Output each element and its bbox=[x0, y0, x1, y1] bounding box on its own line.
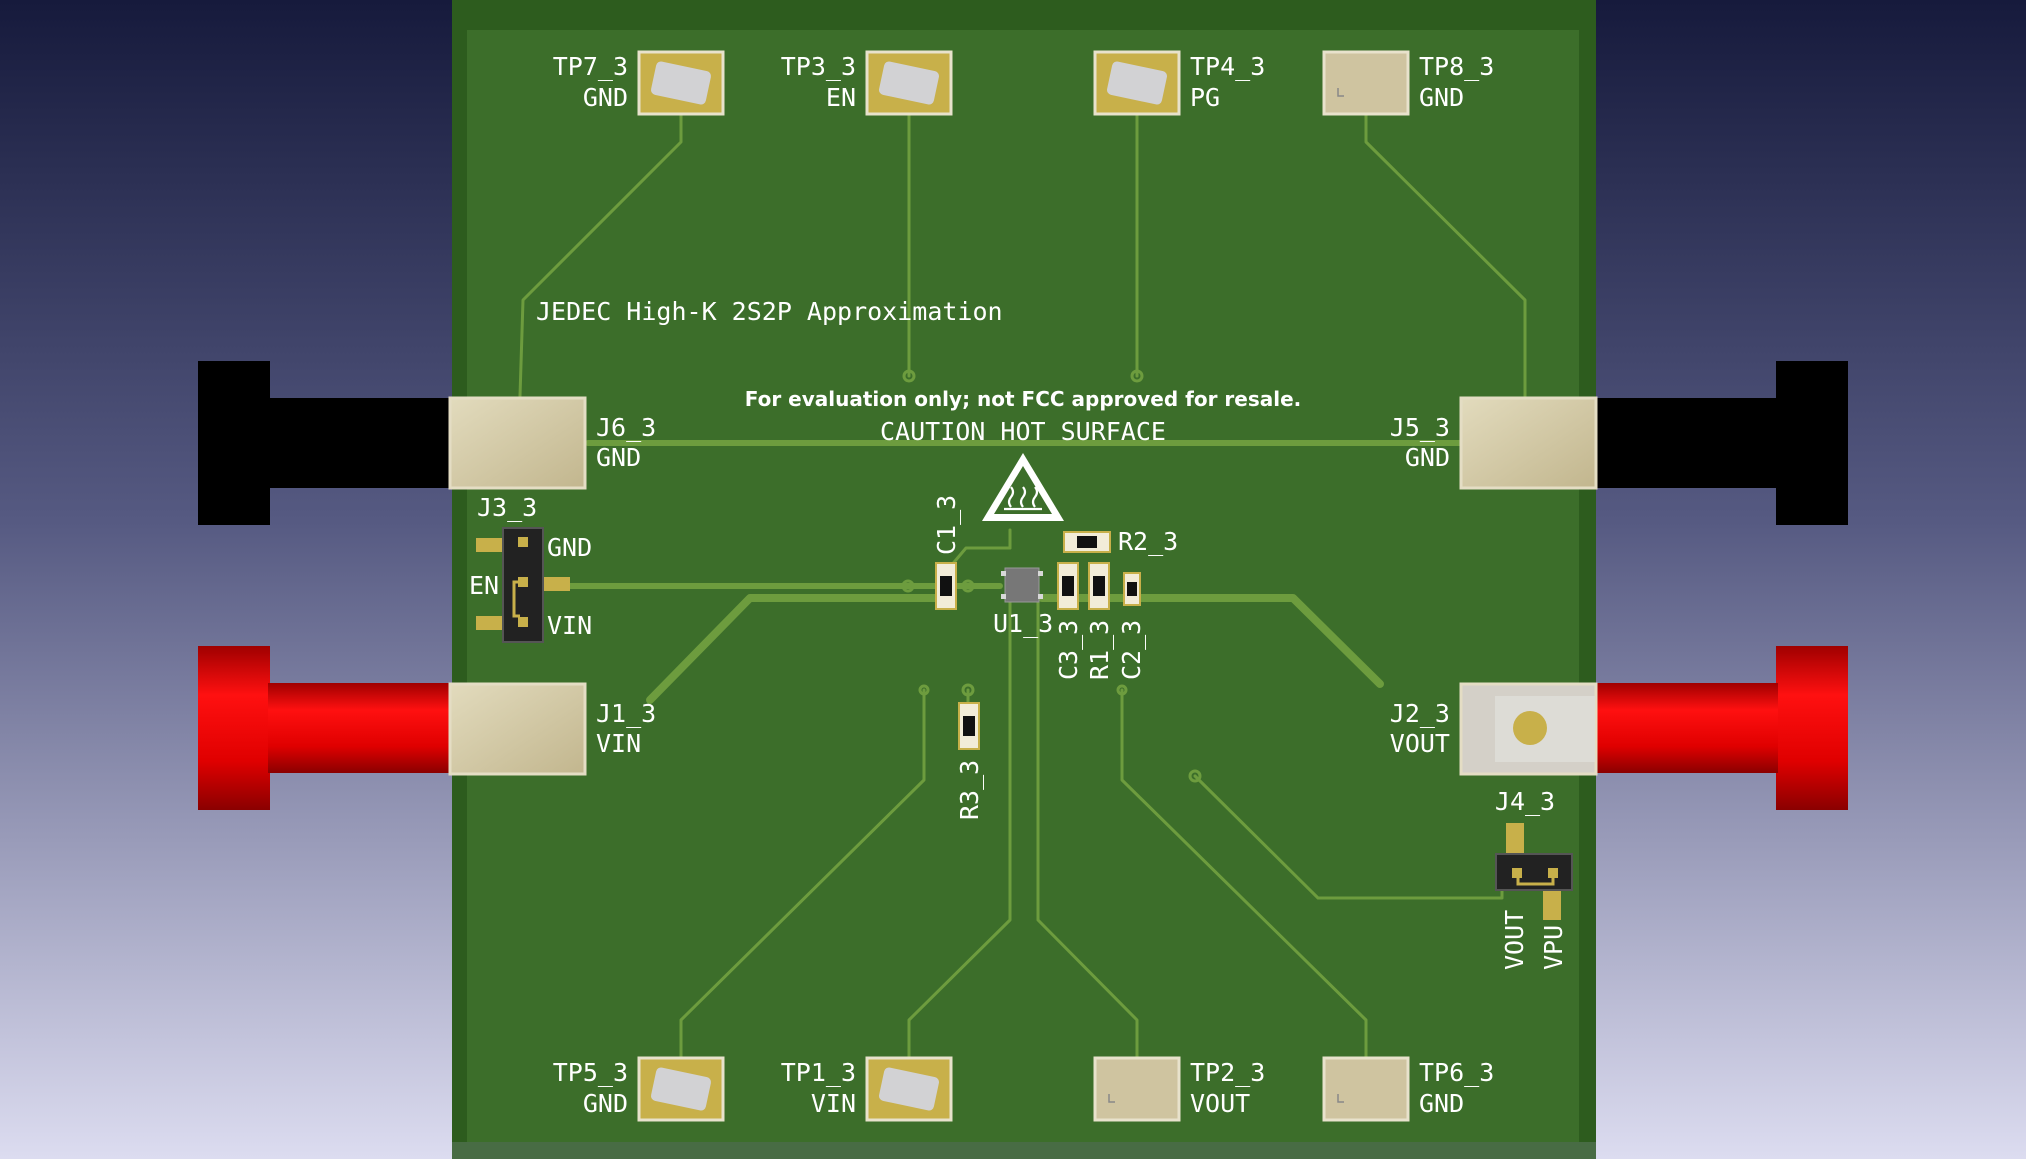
test-point-ref: TP8_3 bbox=[1419, 52, 1494, 81]
test-point-clip bbox=[1107, 61, 1167, 105]
test-point-clip bbox=[651, 1067, 711, 1111]
test-point-tp4-3[interactable]: TP4_3PG bbox=[1093, 50, 1265, 116]
r2-ref: R2_3 bbox=[1118, 527, 1178, 556]
connector-j1[interactable]: J1_3 VIN bbox=[448, 682, 656, 776]
test-point-net: PG bbox=[1190, 83, 1220, 112]
j5-net: GND bbox=[1405, 443, 1450, 472]
j4-pin-vout: VOUT bbox=[1500, 910, 1529, 970]
test-point-net: GND bbox=[1419, 1089, 1464, 1118]
caution-label: CAUTION HOT SURFACE bbox=[880, 417, 1166, 446]
j3-pin-en: EN bbox=[469, 571, 499, 600]
test-point-ref: TP6_3 bbox=[1419, 1058, 1494, 1087]
connector-j6[interactable]: J6_3 GND bbox=[448, 396, 656, 490]
hot-surface-warning-icon bbox=[982, 453, 1064, 521]
test-point-net: GND bbox=[1419, 83, 1464, 112]
j1-ref: J1_3 bbox=[596, 699, 656, 728]
j6-ref: J6_3 bbox=[596, 413, 656, 442]
test-point-ref: TP1_3 bbox=[781, 1058, 856, 1087]
test-point-ref: TP5_3 bbox=[553, 1058, 628, 1087]
test-point-ref: TP2_3 bbox=[1190, 1058, 1265, 1087]
test-point-net: VOUT bbox=[1190, 1089, 1250, 1118]
j1-net: VIN bbox=[596, 729, 641, 758]
j5-ref: J5_3 bbox=[1390, 413, 1450, 442]
test-point-ref: TP7_3 bbox=[553, 52, 628, 81]
component-u1[interactable]: U1_3 bbox=[993, 567, 1053, 638]
banana-plug-black-left[interactable] bbox=[198, 361, 464, 525]
copper-traces bbox=[518, 111, 1527, 1060]
test-point-ref: TP4_3 bbox=[1190, 52, 1265, 81]
c2-ref: C2_3 bbox=[1117, 620, 1146, 680]
vias bbox=[901, 369, 1202, 783]
board-notice: For evaluation only; not FCC approved fo… bbox=[745, 387, 1302, 411]
component-c2[interactable]: C2_3 bbox=[1117, 572, 1146, 680]
j3-pin-vin: VIN bbox=[547, 611, 592, 640]
j2-ref: J2_3 bbox=[1390, 699, 1450, 728]
component-r2[interactable]: R2_3 bbox=[1063, 527, 1178, 556]
banana-plug-black-right[interactable] bbox=[1580, 361, 1848, 525]
board-title: JEDEC High-K 2S2P Approximation bbox=[536, 297, 1003, 326]
j3-ref: J3_3 bbox=[477, 493, 537, 522]
j4-ref: J4_3 bbox=[1495, 787, 1555, 816]
banana-plug-red-right[interactable] bbox=[1580, 646, 1848, 810]
component-c3[interactable]: C3_3 bbox=[1054, 562, 1083, 680]
component-c1[interactable]: C1_3 bbox=[932, 495, 961, 610]
test-point-net: VIN bbox=[811, 1089, 856, 1118]
connector-j2[interactable]: J2_3 VOUT bbox=[1390, 682, 1598, 776]
j4-pin-vpu: VPU bbox=[1539, 925, 1568, 970]
banana-plug-red-left[interactable] bbox=[198, 646, 464, 810]
r3-ref: R3_3 bbox=[955, 760, 984, 820]
r1-ref: R1_3 bbox=[1085, 620, 1114, 680]
test-point-tp3-3[interactable]: TP3_3EN bbox=[781, 50, 953, 116]
component-r1[interactable]: R1_3 bbox=[1085, 562, 1114, 680]
test-point-net: EN bbox=[826, 83, 856, 112]
jumper-j3[interactable]: J3_3 GND EN VIN bbox=[469, 493, 592, 643]
connector-j5[interactable]: J5_3 GND bbox=[1390, 396, 1598, 490]
test-point-net: GND bbox=[583, 1089, 628, 1118]
test-point-ref: TP3_3 bbox=[781, 52, 856, 81]
j2-net: VOUT bbox=[1390, 729, 1450, 758]
test-point-net: GND bbox=[583, 83, 628, 112]
test-point-clip bbox=[879, 61, 939, 105]
jumper-j4[interactable]: J4_3 VOUT VPU bbox=[1495, 787, 1573, 970]
c1-ref: C1_3 bbox=[932, 495, 961, 555]
test-point-clip bbox=[879, 1067, 939, 1111]
j3-pin-gnd: GND bbox=[547, 533, 592, 562]
test-point-clip bbox=[651, 61, 711, 105]
c3-ref: C3_3 bbox=[1054, 620, 1083, 680]
component-r3[interactable]: R3_3 bbox=[955, 702, 984, 820]
u1-ref: U1_3 bbox=[993, 609, 1053, 638]
test-points: TP7_3GNDTP3_3ENTP4_3PGTP8_3GNDTP5_3GNDTP… bbox=[553, 50, 1494, 1122]
j6-net: GND bbox=[596, 443, 641, 472]
